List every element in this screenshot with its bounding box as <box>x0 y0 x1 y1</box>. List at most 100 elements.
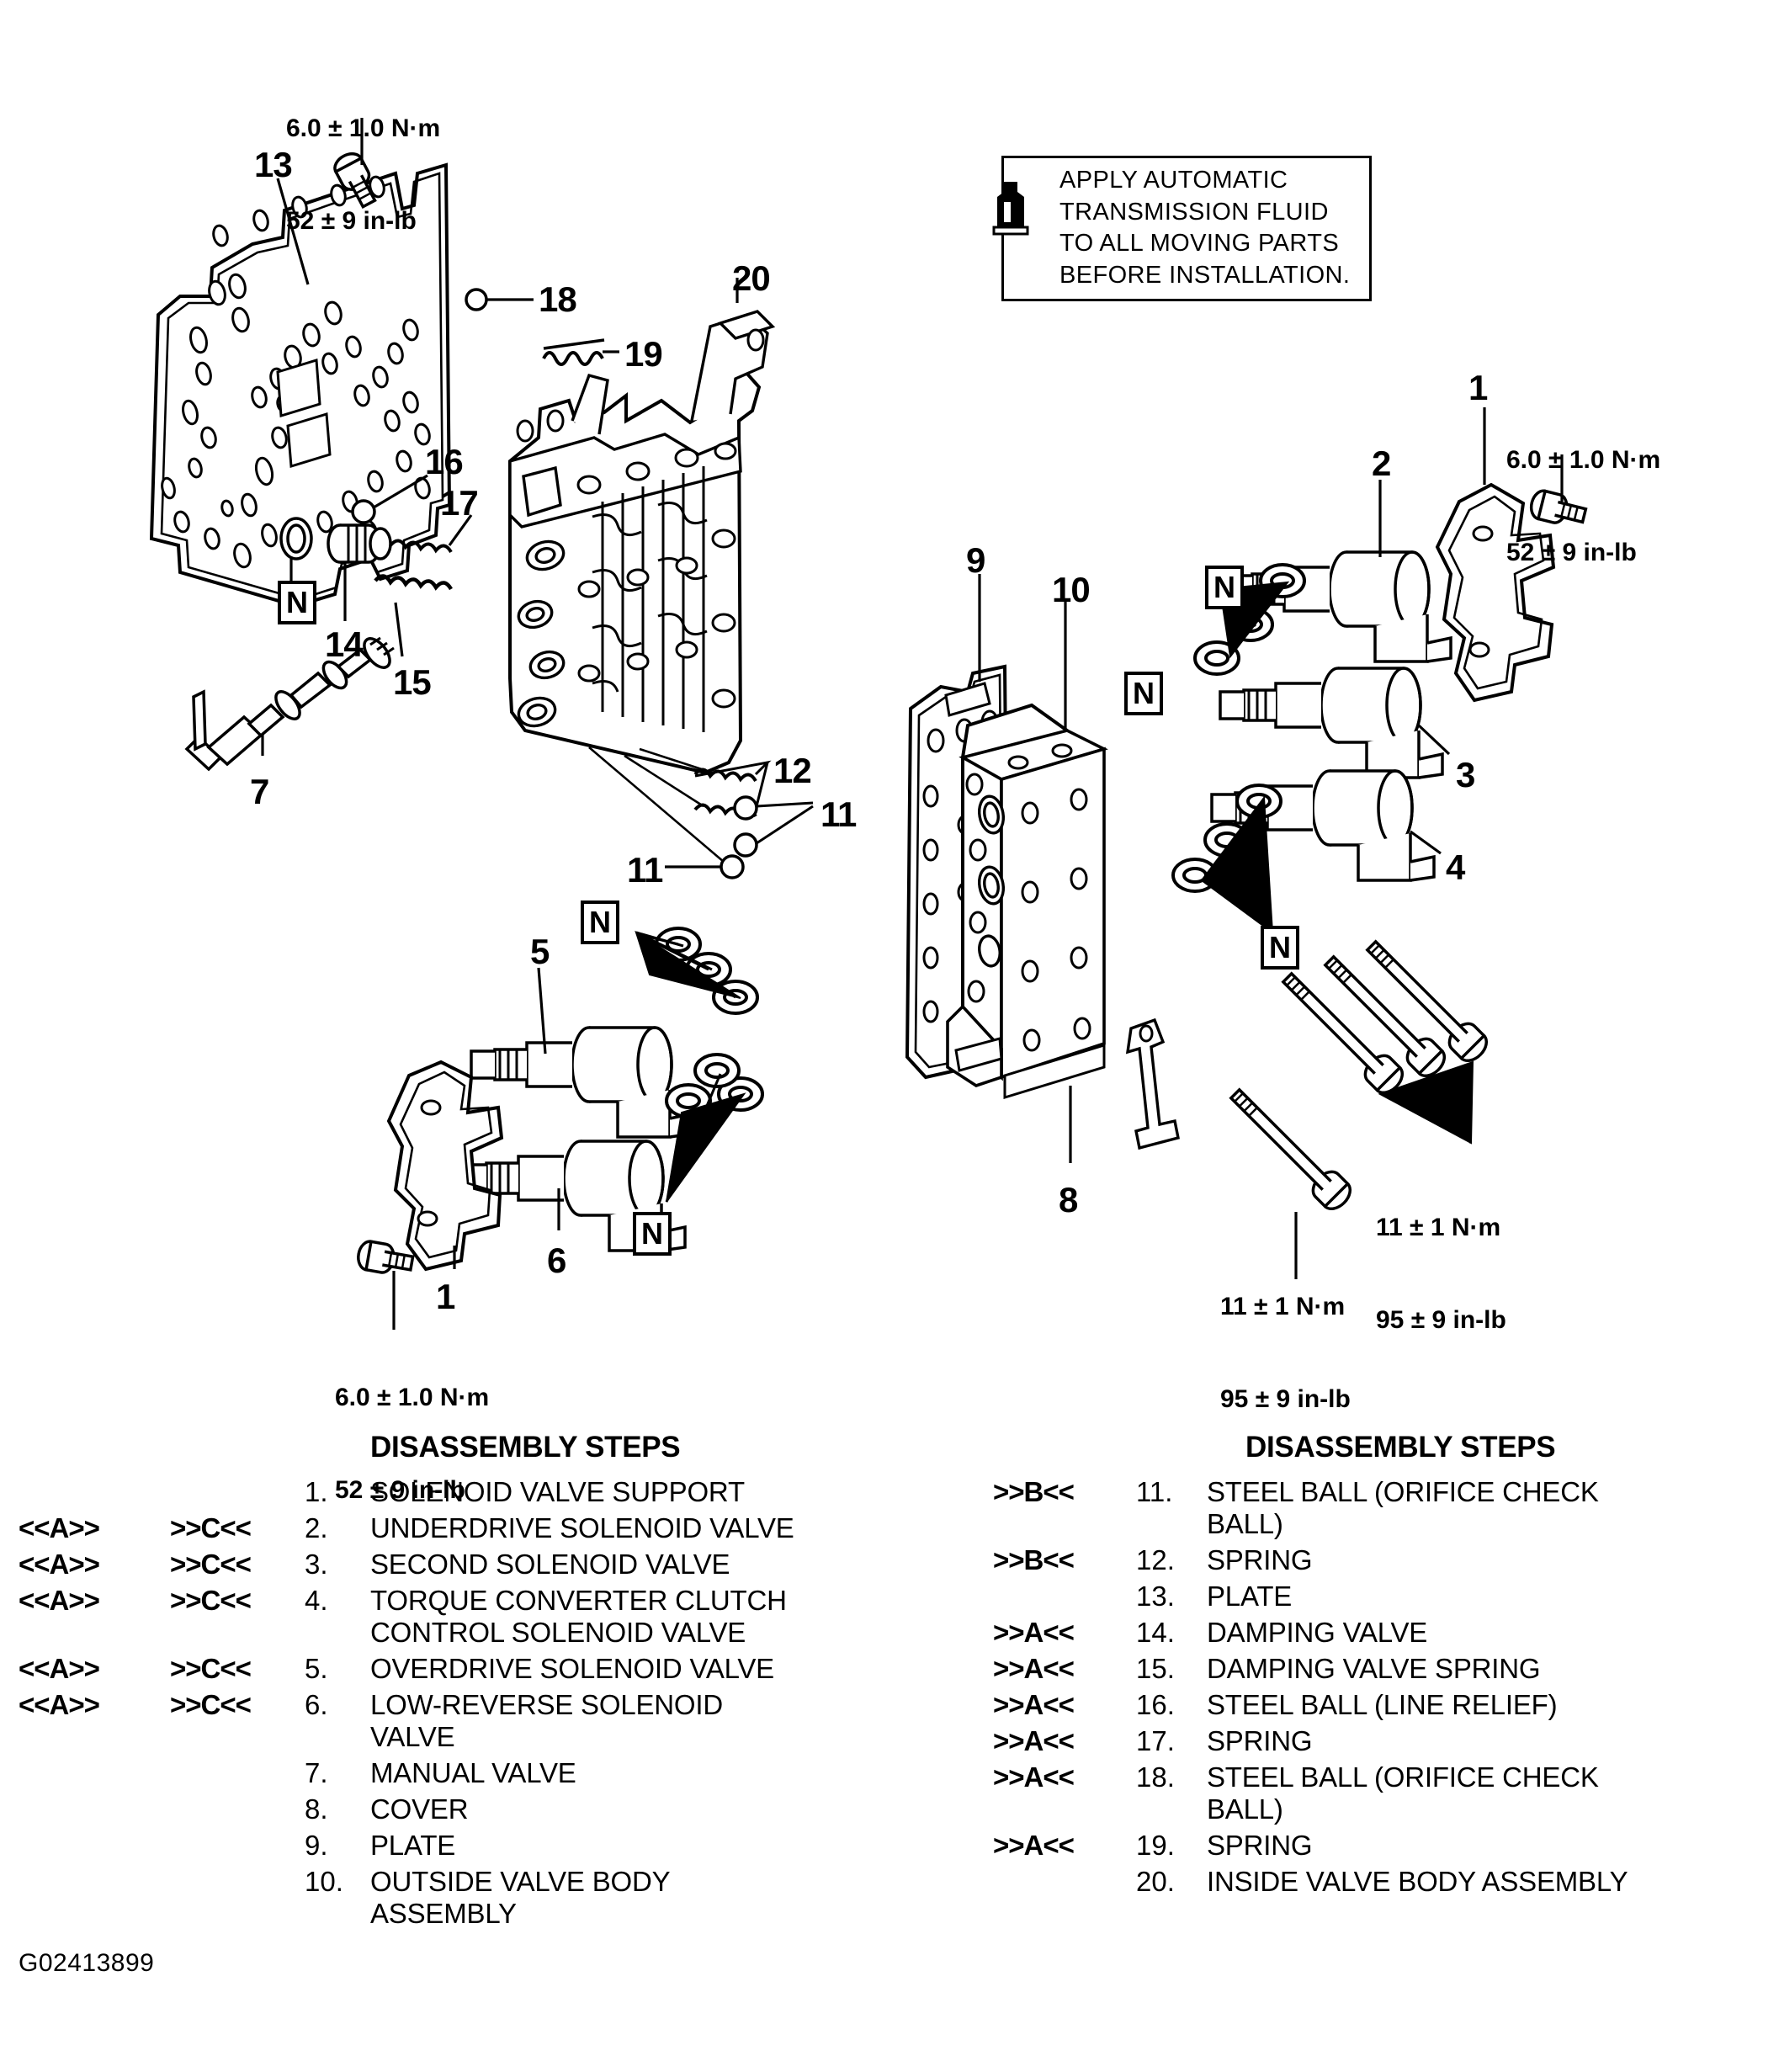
step-row: <<A>>>>C<<5.OVERDRIVE SOLENOID VALVE <box>0 1653 892 1685</box>
step-text: SPRING <box>1207 1544 1313 1575</box>
step-row: >>B<< 12. SPRING <box>968 1544 1779 1576</box>
step-row: 7.MANUAL VALVE <box>0 1757 892 1789</box>
step-text: OVERDRIVE SOLENOID VALVE <box>370 1653 774 1684</box>
step-mark: >>A<< <box>993 1830 1075 1861</box>
step-number: 13. <box>1136 1581 1175 1612</box>
callout-number-14: 14 <box>325 624 364 664</box>
step-mark: >>A<< <box>993 1761 1075 1793</box>
cover-8 <box>1003 1043 1106 1100</box>
callout-number-1: 1 <box>1468 368 1488 407</box>
manual-valve-7 <box>184 636 395 772</box>
callout-number-19: 19 <box>624 334 663 374</box>
step-text: DAMPING VALVE <box>1207 1617 1428 1648</box>
step-mark: >>B<< <box>993 1544 1075 1575</box>
disassembly-steps-right: DISASSEMBLY STEPS >>B<<11.STEEL BALL (OR… <box>968 1431 1779 1902</box>
step-mark: >>A<< <box>993 1689 1075 1720</box>
step-row: <<A>>>>C<<3.SECOND SOLENOID VALVE <box>0 1549 892 1581</box>
callout-number-5: 5 <box>530 932 550 971</box>
step-number: 6. <box>305 1689 328 1720</box>
solenoid-valve-support-1-left <box>386 1060 504 1272</box>
step-text: SPRING <box>1207 1725 1313 1756</box>
outside-valve-body-10 <box>946 703 1108 1087</box>
step-mark-c: >>C<< <box>170 1512 252 1543</box>
steps-right-heading: DISASSEMBLY STEPS <box>1245 1431 1556 1464</box>
step-number: 1. <box>305 1476 328 1507</box>
callout-number-18: 18 <box>539 279 577 319</box>
cover-bolt-single <box>1222 1081 1357 1216</box>
step-number: 2. <box>305 1512 328 1543</box>
spring-17 <box>389 539 453 554</box>
step-number: 8. <box>305 1793 328 1825</box>
callout-number-10: 10 <box>1052 570 1091 609</box>
step-number: 12. <box>1136 1544 1175 1575</box>
step-text: SPRING <box>1207 1830 1313 1861</box>
fluid-note-box: APPLY AUTOMATIC TRANSMISSION FLUID TO AL… <box>992 156 1372 301</box>
step-mark: >>B<< <box>993 1476 1075 1507</box>
step-number: 19. <box>1136 1830 1175 1861</box>
step-mark-a: <<A>> <box>19 1689 100 1720</box>
step-mark-a: <<A>> <box>19 1549 100 1580</box>
step-text: PLATE <box>370 1830 456 1861</box>
step-mark-a: <<A>> <box>19 1585 100 1616</box>
step-row: 13. PLATE <box>968 1581 1779 1612</box>
step-number: 18. <box>1136 1761 1175 1793</box>
step-mark-c: >>C<< <box>170 1689 252 1720</box>
step-mark-a: <<A>> <box>19 1512 100 1543</box>
overdrive-solenoid-5 <box>470 1026 695 1139</box>
step-mark: >>A<< <box>993 1617 1075 1648</box>
step-number: 5. <box>305 1653 328 1684</box>
callout-number-6: 6 <box>547 1241 566 1280</box>
callout-number-9: 9 <box>966 540 985 580</box>
fluid-note-line-4: BEFORE INSTALLATION. <box>1059 262 1351 290</box>
step-number: 15. <box>1136 1653 1175 1684</box>
step-number: 16. <box>1136 1689 1175 1720</box>
step-number: 3. <box>305 1549 328 1580</box>
fluid-note-line-3: TO ALL MOVING PARTS <box>1059 230 1340 258</box>
callout-number-15: 15 <box>393 662 432 702</box>
spring-15 <box>374 574 453 591</box>
n-body-a-marker: N <box>1205 566 1244 609</box>
step-text: SOLENOID VALVE SUPPORT <box>370 1476 745 1507</box>
spring-19 <box>542 338 605 366</box>
callout-number-16: 16 <box>425 442 464 481</box>
cover-bracket <box>1125 1017 1180 1150</box>
step-row: 1. SOLENOID VALVE SUPPORT <box>0 1476 892 1508</box>
step-text: PLATE <box>1207 1581 1293 1612</box>
fluid-note-line-1: APPLY AUTOMATIC <box>1059 167 1288 194</box>
callout-number-8: 8 <box>1059 1180 1078 1219</box>
step-mark: >>A<< <box>993 1725 1075 1756</box>
steel-ball-11a <box>733 795 758 821</box>
torque-spec-top-left: 6.0 ± 1.0 N·m 52 ± 9 in-lb <box>286 114 441 235</box>
step-row: 9.PLATE <box>0 1830 892 1862</box>
callout-number-4: 4 <box>1446 847 1465 887</box>
n-body-b-marker: N <box>1124 672 1163 715</box>
callout-number-3: 3 <box>1456 755 1475 794</box>
steel-ball-18 <box>465 288 488 311</box>
n-sol-upper-marker: N <box>581 901 619 944</box>
inside-valve-body-20 <box>508 310 776 775</box>
step-row: 20.INSIDE VALVE BODY ASSEMBLY <box>968 1866 1779 1898</box>
step-mark: >>A<< <box>993 1653 1075 1684</box>
n-plate-marker: N <box>278 581 316 624</box>
step-text: UNDERDRIVE SOLENOID VALVE <box>370 1512 794 1543</box>
step-text: COVER <box>370 1793 469 1825</box>
step-row: >>A<<14.DAMPING VALVE <box>968 1617 1779 1649</box>
step-row: >>A<<17.SPRING <box>968 1725 1779 1757</box>
step-mark-c: >>C<< <box>170 1549 252 1580</box>
steel-ball-16 <box>351 499 376 524</box>
torque-spec-bottom-left: 6.0 ± 1.0 N·m 52 ± 9 in-lb <box>335 1384 490 1504</box>
step-number: 10. <box>305 1866 343 1897</box>
step-row: >>A<< 15. DAMPING VALVE SPRING <box>968 1653 1779 1685</box>
steps-left-heading: DISASSEMBLY STEPS <box>370 1431 681 1464</box>
step-text: DAMPING VALVE SPRING <box>1207 1653 1541 1684</box>
